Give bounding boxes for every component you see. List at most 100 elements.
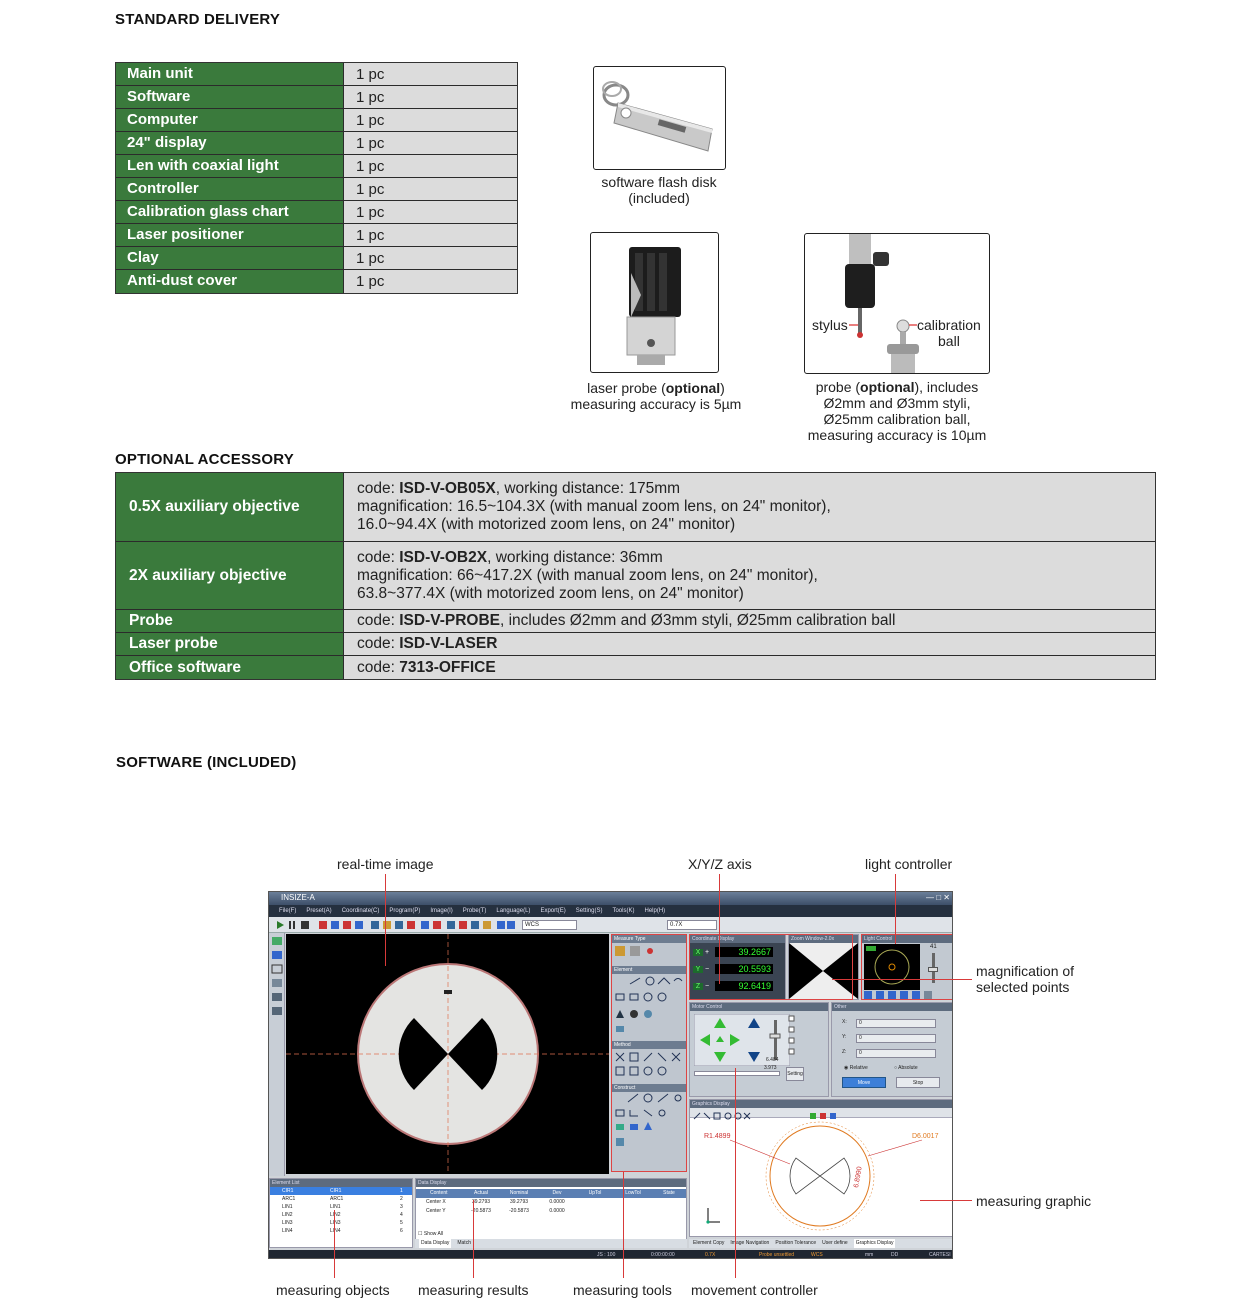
- menu-item[interactable]: Language(L): [496, 908, 531, 914]
- list-item-ref: LIN4: [330, 1228, 341, 1234]
- item-name: Controller: [116, 178, 344, 200]
- caption-line: Ø2mm and Ø3mm styli,: [823, 395, 971, 411]
- table-row: 0.5X auxiliary objective code: ISD-V-OB0…: [116, 473, 1155, 542]
- item-qty: 1 pc: [344, 247, 517, 269]
- wcs-select[interactable]: WCS: [522, 920, 577, 930]
- tab-image-navigation[interactable]: Image Navigation: [730, 1240, 770, 1246]
- tab-position-tolerance[interactable]: Position Tolerance: [775, 1240, 817, 1246]
- measure-type-icons[interactable]: [612, 943, 686, 961]
- checkbox-label: Show All: [423, 1231, 444, 1237]
- code-suffix: , includes Ø2mm and Ø3mm styli, Ø25mm ca…: [500, 612, 896, 629]
- menu-item[interactable]: Tools(K): [612, 908, 635, 914]
- annotation-measuring-graphic: measuring graphic: [976, 1193, 1092, 1209]
- laser-probe-icon: [626, 247, 681, 365]
- menu-item[interactable]: Help(H): [644, 908, 666, 914]
- detail-line: code: 7313-OFFICE: [357, 659, 1155, 677]
- title-bar: INSIZE-A — □ ✕: [269, 892, 952, 905]
- item-qty: 1 pc: [344, 270, 517, 293]
- tab-graphics-display[interactable]: Graphics Display: [853, 1239, 896, 1248]
- menu-item[interactable]: Program(P): [389, 908, 421, 914]
- flash-disk-caption: software flash disk (included): [580, 174, 738, 206]
- accessory-name: 2X auxiliary objective: [116, 542, 344, 609]
- field-input[interactable]: 0: [856, 1019, 936, 1028]
- motor-value-1: 6.484: [766, 1057, 779, 1063]
- menu-item[interactable]: Image(I): [430, 908, 453, 914]
- tab-match[interactable]: Match: [457, 1240, 471, 1246]
- code-suffix: , working distance: 36mm: [487, 548, 663, 566]
- code-prefix: code:: [357, 635, 400, 652]
- code: ISD-V-LASER: [399, 635, 498, 652]
- axis-value: 92.6419: [715, 981, 773, 991]
- setting-button[interactable]: Setting: [786, 1067, 804, 1081]
- detail-line: 16.0~94.4X (with motorized zoom lens, on…: [357, 516, 736, 533]
- annotation-movement-controller: movement controller: [691, 1282, 818, 1298]
- caption-line: Ø25mm calibration ball,: [823, 411, 971, 427]
- menu-item[interactable]: Export(E): [540, 908, 566, 914]
- show-all-checkbox[interactable]: ☐ Show All: [418, 1231, 444, 1237]
- menu-item[interactable]: File(F): [279, 908, 297, 914]
- field-input[interactable]: 0: [856, 1049, 936, 1058]
- graphics-toolbar[interactable]: [690, 1108, 952, 1120]
- tab-user-define[interactable]: User define: [822, 1240, 848, 1246]
- other-panel: Other X: 0 Y: 0 Z: 0 ◉ Relative ○ Absolu…: [831, 1002, 952, 1097]
- list-item-name: LIN3: [282, 1220, 293, 1226]
- sidebar-icons[interactable]: [269, 933, 285, 1033]
- menu-item[interactable]: Setting(S): [575, 908, 603, 914]
- light-slider-handle[interactable]: [928, 967, 938, 972]
- absolute-radio[interactable]: ○ Absolute: [894, 1065, 918, 1071]
- menu-item[interactable]: Coordinate(C): [341, 908, 380, 914]
- light-mode-icons[interactable]: [864, 991, 934, 1000]
- move-button[interactable]: Move: [842, 1077, 886, 1088]
- element-tool-icons[interactable]: [612, 974, 686, 1036]
- software-screenshot: INSIZE-A — □ ✕ File(F) Preset(A) Coordin…: [268, 891, 953, 1259]
- tab-data-display[interactable]: Data Display: [419, 1239, 452, 1248]
- realtime-image-view: [286, 934, 609, 1174]
- graphics-display: Graphics Display R1.4899 D6.0017 6.8990: [689, 1099, 952, 1237]
- zoom-select[interactable]: 0.7X: [667, 920, 717, 930]
- leader-line: [473, 1200, 474, 1278]
- leader-line: [385, 874, 386, 966]
- accessory-details: code: ISD-V-PROBE, includes Ø2mm and Ø3m…: [344, 610, 1155, 632]
- caption-text: ): [720, 380, 725, 396]
- construct-tool-icons[interactable]: [612, 1092, 686, 1162]
- table-row[interactable]: Center Y -20.5873 -20.5873 0.0000: [416, 1207, 686, 1216]
- window-controls-icon[interactable]: — □ ✕: [926, 893, 950, 902]
- motor-speed-radios[interactable]: [788, 1015, 800, 1059]
- annotation-measuring-tools: measuring tools: [573, 1282, 672, 1298]
- stop-button[interactable]: Stop: [896, 1077, 940, 1088]
- realtime-image[interactable]: [286, 934, 609, 1174]
- field-input[interactable]: 0: [856, 1034, 936, 1043]
- list-item-index: 2: [400, 1196, 403, 1202]
- axis-label: Y: [693, 965, 703, 973]
- software-heading: SOFTWARE (INCLUDED): [116, 754, 297, 771]
- annotation-light-controller: light controller: [865, 856, 953, 872]
- toolbar-icons[interactable]: [275, 920, 515, 930]
- menu-item[interactable]: Probe(T): [462, 908, 487, 914]
- table-row[interactable]: Center X 39.2793 39.2793 0.0000: [416, 1198, 686, 1207]
- relative-radio[interactable]: ◉ Relative: [844, 1065, 868, 1071]
- method-tool-icons[interactable]: [612, 1049, 686, 1079]
- item-qty: 1 pc: [344, 109, 517, 131]
- measuring-graphic[interactable]: R1.4899 D6.0017 6.8990: [690, 1118, 952, 1236]
- speed-slider[interactable]: [694, 1071, 780, 1076]
- annotation-line: selected points: [976, 979, 1070, 995]
- tab-element-copy[interactable]: Element Copy: [693, 1240, 725, 1246]
- cell: 39.2793: [471, 1199, 491, 1205]
- other-header: Other: [832, 1003, 952, 1011]
- movement-arrows-icon[interactable]: [694, 1014, 790, 1066]
- light-ring-icon[interactable]: [864, 944, 920, 990]
- list-item-ref: LIN1: [330, 1204, 341, 1210]
- radio-label: Relative: [849, 1065, 868, 1071]
- menu-item[interactable]: Preset(A): [306, 908, 332, 914]
- item-name: Calibration glass chart: [116, 201, 344, 223]
